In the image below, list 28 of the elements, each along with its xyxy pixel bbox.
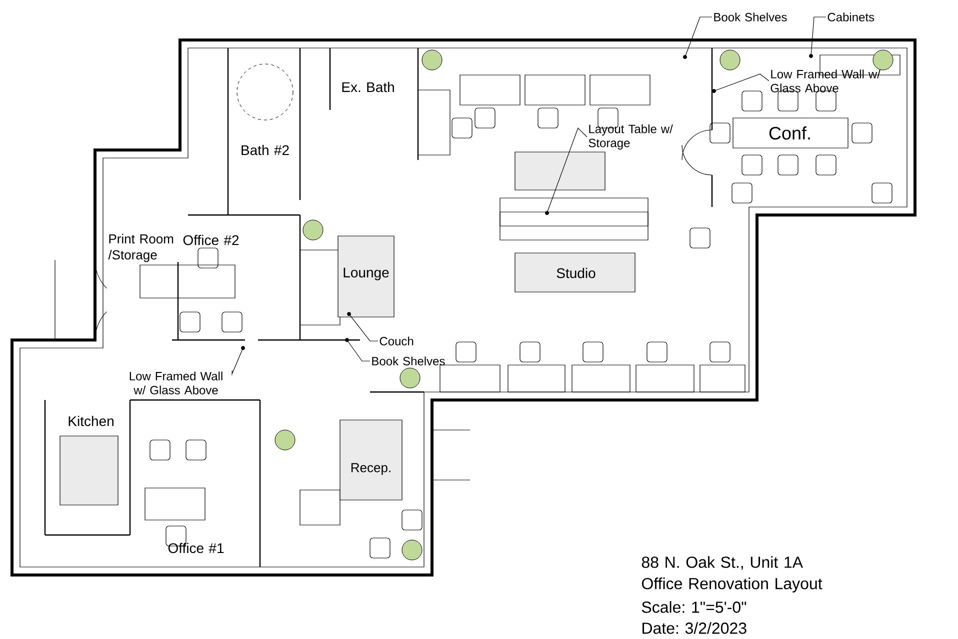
leader-line: [714, 74, 770, 92]
room-label: Lounge: [344, 268, 389, 280]
room-label: Ex. Bath: [342, 82, 394, 92]
callout-text: Book Shelves: [714, 12, 787, 22]
room-label: Print Room /Storage: [108, 234, 174, 262]
room-label: Studio: [556, 268, 596, 278]
callout-text: Cabinets: [828, 12, 874, 22]
callout-text: Couch: [380, 336, 414, 346]
leader-line: [346, 340, 370, 362]
leader-line: [348, 314, 378, 342]
title-text: Date: 3/2/2023: [642, 622, 746, 634]
room-label: Conf.: [769, 126, 810, 140]
title-text: Office Renovation Layout: [642, 578, 822, 592]
room-label: Bath #2: [242, 144, 289, 156]
room-label: Office #2: [183, 234, 239, 246]
room-label: Kitchen: [68, 416, 114, 426]
title-text: 88 N. Oak St., Unit 1A: [642, 556, 803, 570]
callout-text: Low Framed Wall w/ Glass Above: [130, 372, 222, 394]
leader-line: [810, 16, 826, 56]
callout-text: Book Shelves: [372, 356, 445, 366]
leader-line: [546, 127, 588, 214]
leader-line: [232, 348, 244, 376]
title-text: Scale: 1"=5'-0": [642, 601, 746, 613]
room-label: Recep.: [351, 463, 390, 475]
leader-line: [684, 16, 712, 58]
room-label: Office #1: [168, 542, 224, 554]
callout-text: Layout Table w/ Storage: [588, 124, 673, 150]
callout-text: Low Framed Wall w/ Glass Above: [770, 70, 880, 92]
